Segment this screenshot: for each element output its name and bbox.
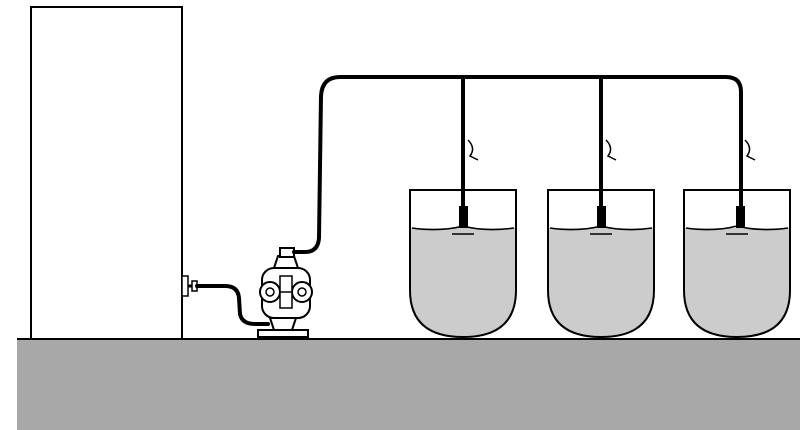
- liquid-fill: [410, 228, 516, 337]
- liquid-fill: [684, 228, 790, 337]
- floor: [17, 339, 800, 430]
- suction-hose: [195, 284, 270, 326]
- receiving-vessel: [683, 189, 791, 339]
- fill-nozzle: [736, 139, 756, 228]
- receiving-vessel: [547, 189, 655, 339]
- fill-nozzle: [459, 139, 479, 228]
- liquid-fill: [548, 228, 654, 337]
- discharge-manifold: [292, 75, 743, 254]
- drain-valve: [181, 275, 198, 297]
- supply-tank: [30, 6, 183, 340]
- diaphragm-pump: [257, 247, 313, 338]
- fill-nozzle: [597, 139, 617, 228]
